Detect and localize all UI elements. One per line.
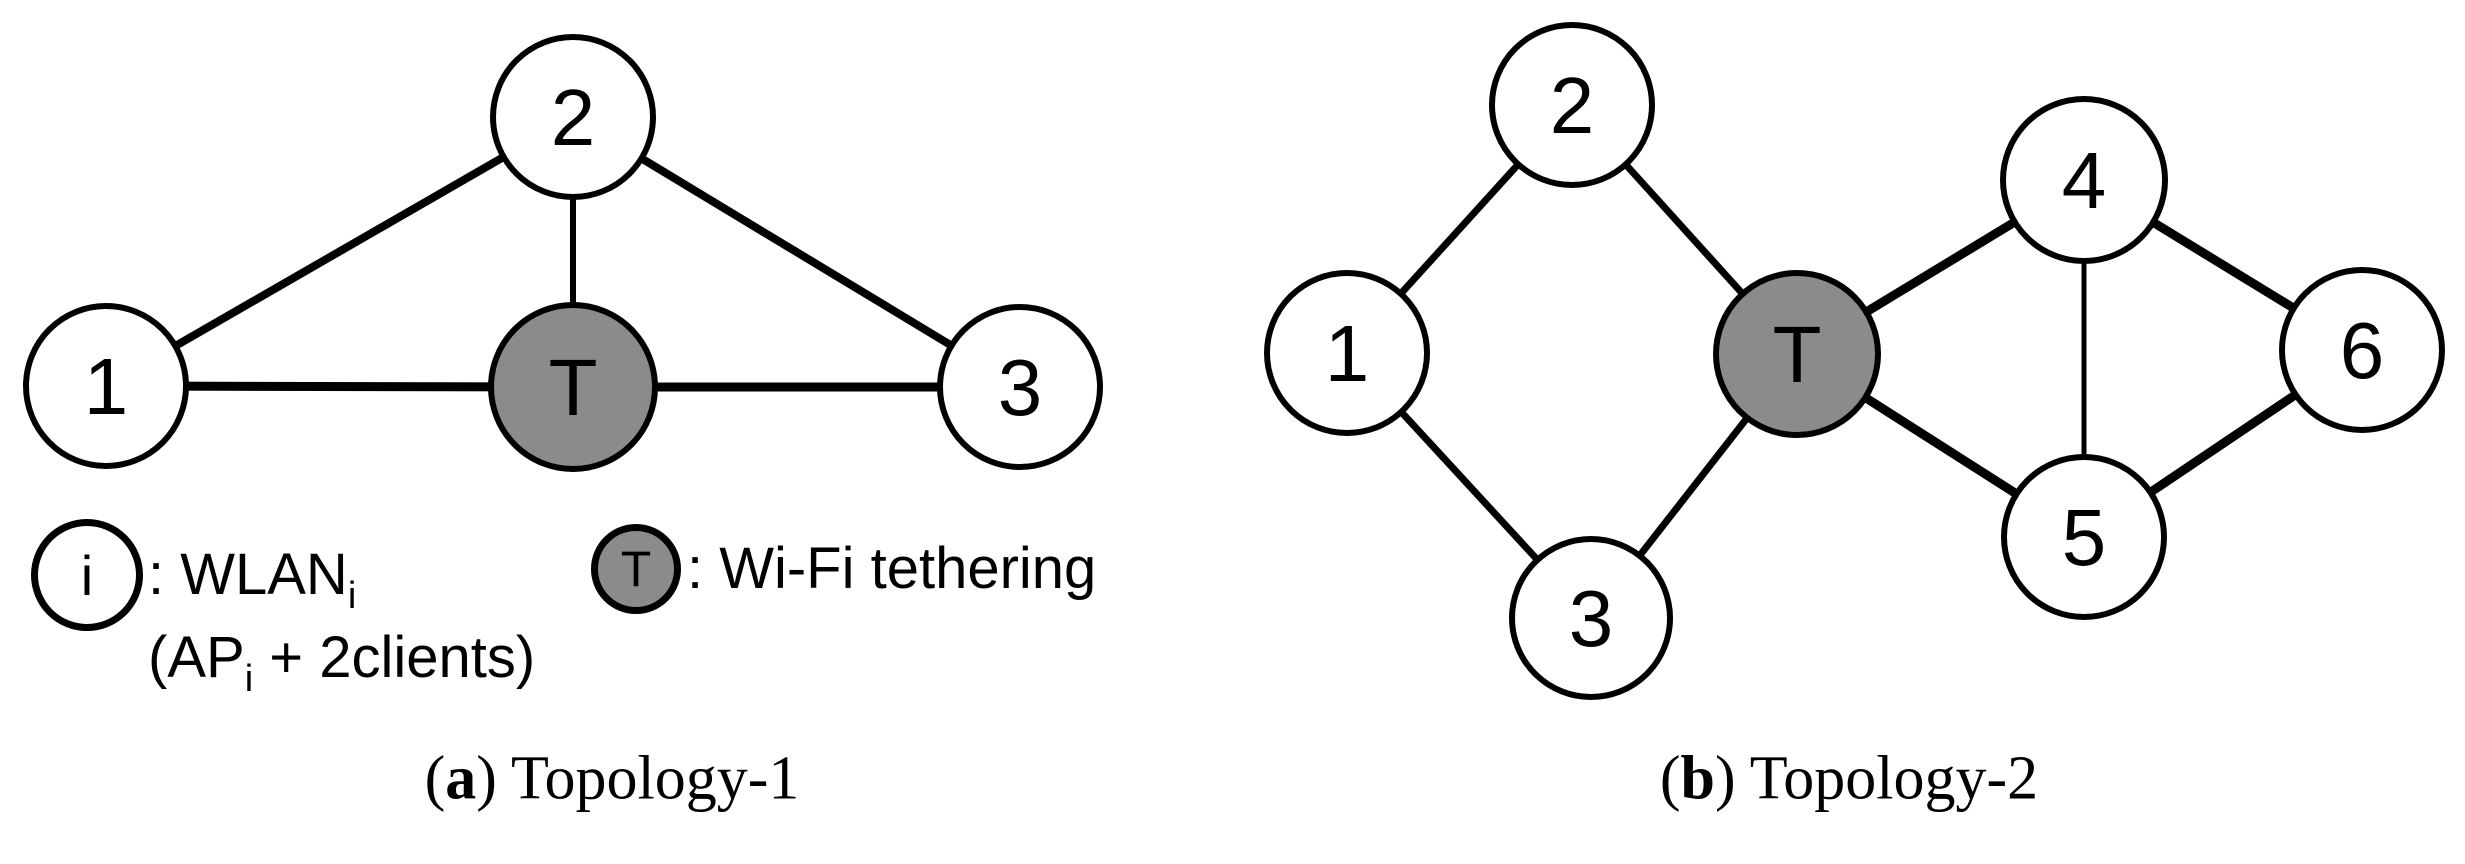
node-2 <box>490 34 656 200</box>
legend-wlan-line2-subscript: i <box>244 658 254 700</box>
legend-tether-label: : Wi-Fi tethering <box>687 536 1097 601</box>
node-T <box>488 302 658 472</box>
node-T <box>1713 270 1881 438</box>
edge-2-3 <box>570 113 1023 391</box>
legend-tether-node-symbol: T <box>620 541 652 597</box>
node-label-2: 2 <box>551 73 596 162</box>
legend-wlan-line2: (APi + 2clients) <box>148 625 536 701</box>
legend-wlan-node-icon: i <box>31 519 143 631</box>
node-label-3: 3 <box>998 343 1043 432</box>
node-label-4: 4 <box>2062 136 2107 225</box>
node-label-1: 1 <box>1325 309 1370 398</box>
node-4 <box>2000 96 2168 264</box>
node-label-T: T <box>1773 310 1822 399</box>
legend-wlan-label: : WLANi (APi + 2clients) <box>148 544 535 710</box>
legend-tether-node-icon: T <box>591 524 681 614</box>
legend-wlan-line1-subscript: i <box>347 575 357 617</box>
node-label-1: 1 <box>84 342 129 431</box>
node-label-5: 5 <box>2062 493 2107 582</box>
node-6 <box>2279 267 2445 433</box>
caption-topology-2: (b)Topology-2 <box>1659 744 2039 813</box>
caption-a-letter: a <box>445 744 477 813</box>
node-label-T: T <box>549 343 598 432</box>
node-3 <box>1509 536 1673 700</box>
node-1 <box>23 303 189 469</box>
node-1 <box>1264 270 1430 436</box>
legend-wlan-node-symbol: i <box>80 543 94 607</box>
caption-b-title: Topology-2 <box>1749 744 2039 813</box>
node-label-3: 3 <box>1569 574 1614 663</box>
node-2 <box>1489 22 1655 188</box>
caption-b-letter: b <box>1680 744 1716 813</box>
node-3 <box>937 304 1103 470</box>
legend-wlan-line1: : WLANi <box>148 542 357 618</box>
topology-2: 1 2 3 T 4 5 6 <box>1264 22 2445 700</box>
edge-1-2 <box>104 113 575 390</box>
node-label-6: 6 <box>2340 306 2385 395</box>
caption-topology-1: (a)Topology-1 <box>424 744 800 813</box>
topology-1: 1 2T 3 <box>23 34 1103 472</box>
node-5 <box>2001 454 2167 620</box>
caption-a-title: Topology-1 <box>510 744 800 813</box>
node-label-2: 2 <box>1550 61 1595 150</box>
